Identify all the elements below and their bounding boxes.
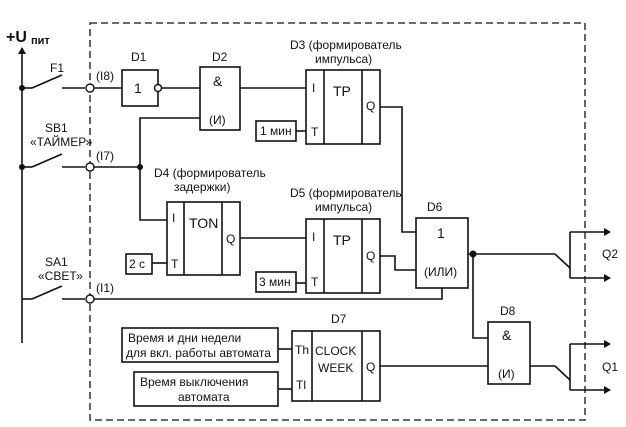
d4-out: Q [226,232,235,246]
d3-time: 1 мин [260,124,292,138]
d7-in1: Th [295,343,309,357]
d3-type: TP [333,83,351,99]
d4-in: I [172,211,175,225]
supply-label: +U [6,29,27,46]
d8-name: D8 [500,304,516,318]
switch-sa1: SA1 «СВЕТ» (I1) [31,255,114,304]
f1-label: F1 [50,61,64,75]
sa1-desc: «СВЕТ» [38,269,83,283]
d4-time: 2 с [129,257,145,271]
d3-in: I [312,81,315,95]
d3-name-line1: D3 (формирователь [290,38,402,52]
d6-function: (ИЛИ) [424,265,457,279]
d5-time: 3 мин [259,275,291,289]
d3-out: Q [366,99,375,113]
f1-pin: (I8) [96,69,114,83]
wiring [94,87,555,390]
sb1-label: SB1 [45,121,68,135]
q1-label: Q1 [602,360,618,374]
d3-name-line2: импульса) [315,52,372,66]
d7-in2: Tl [296,378,306,392]
d5-out: Q [366,249,375,263]
d7-type-line2: WEEK [318,361,353,375]
d8-symbol: & [502,327,512,343]
d2-function: (И) [209,113,226,127]
d5-name-line2: импульса) [315,200,372,214]
sb1-pin: (I7) [96,149,114,163]
d5-t: T [311,275,319,289]
d7-name: D7 [331,312,347,326]
output-q2: Q2 [554,228,618,282]
sa1-pin: (I1) [96,281,114,295]
q2-label: Q2 [602,247,618,261]
d5-name-line1: D5 (формирователь [290,186,402,200]
sb1-desc: «ТАЙМЕР» [30,134,93,149]
block-d6: 1 (ИЛИ) D6 [415,200,469,289]
output-q1: Q1 [554,340,618,394]
supply-sub: пит [31,35,50,47]
d7-off-label-line1: Время выключения [140,375,248,389]
d2-name: D2 [212,50,228,64]
block-d3: I T TP Q 1 мин D3 (формирователь импульс… [255,38,402,145]
d7-off-label-line2: автомата [178,390,230,404]
d4-t: T [171,257,179,271]
block-d2: & (И) D2 [199,50,241,131]
d4-name-line2: задержки) [174,180,231,194]
d5-in: I [312,230,315,244]
switch-sb1: SB1 «ТАЙМЕР» (I7) [30,121,114,172]
d7-on-label-line1: Время и дни недели [128,331,241,345]
d6-name: D6 [427,200,443,214]
d7-on-label-line2: для вкл. работы автомата [126,346,271,360]
block-d8: & (И) D8 [487,304,531,385]
d2-symbol: & [213,73,223,89]
d3-t: T [311,125,319,139]
d1-symbol: 1 [134,80,142,96]
switch-f1: F1 (I8) [31,61,114,93]
block-d1: 1 D1 [121,50,163,107]
d7-type-line1: CLOCK [315,344,356,358]
d4-name-line1: D4 (формирователь [154,166,266,180]
d8-function: (И) [498,367,515,381]
block-d5: I T TP Q 3 мин D5 (формирователь импульс… [255,186,402,294]
device-boundary [89,22,586,421]
block-d4: I T TON Q 2 с D4 (формирователь задержки… [125,166,266,276]
d5-type: TP [333,232,351,248]
supply-rail: +U пит [6,29,50,343]
d6-symbol: 1 [437,225,445,241]
block-d7: Th Tl CLOCK WEEK Q D7 Время и дни недели… [121,312,381,407]
d1-name: D1 [131,50,147,64]
d7-out: Q [366,360,375,374]
sa1-label: SA1 [45,255,68,269]
d4-type: TON [189,215,218,231]
